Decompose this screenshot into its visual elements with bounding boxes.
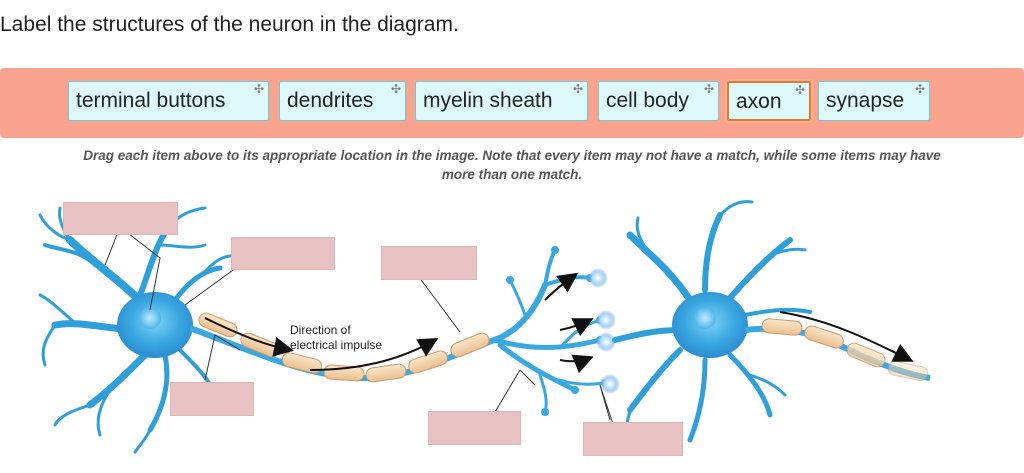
drag-handle-icon: ✣ [794, 83, 805, 97]
chip-label: dendrites [287, 89, 374, 112]
instructions-line-2: more than one match. [441, 167, 583, 182]
drop-target-4[interactable] [170, 382, 254, 416]
drag-handle-icon: ✣ [572, 82, 583, 96]
right-nucleus [694, 307, 716, 329]
word-bank: terminal buttons ✣ dendrites ✣ myelin sh… [0, 68, 1024, 138]
drop-target-2[interactable] [231, 237, 335, 270]
drop-target-5[interactable] [428, 411, 521, 445]
drag-handle-icon: ✣ [253, 82, 264, 96]
drop-target-1[interactable] [63, 202, 178, 235]
impulse-annotation-line-1: Direction of [290, 323, 351, 337]
chip-terminal-buttons[interactable]: terminal buttons ✣ [68, 81, 269, 121]
chip-dendrites[interactable]: dendrites ✣ [279, 81, 406, 121]
left-nucleus [139, 307, 161, 329]
drag-handle-icon: ✣ [703, 82, 714, 96]
chip-label: axon [736, 90, 782, 113]
impulse-arrows [204, 272, 914, 374]
drag-handle-icon: ✣ [914, 82, 925, 96]
impulse-annotation-line-2: electrical impulse [290, 338, 382, 352]
chip-synapse[interactable]: synapse ✣ [818, 81, 930, 121]
chip-axon[interactable]: axon ✣ [727, 81, 811, 121]
drag-handle-icon: ✣ [390, 82, 401, 96]
chip-label: synapse [826, 89, 905, 112]
chip-cell-body[interactable]: cell body ✣ [598, 81, 719, 121]
question-prompt: Label the structures of the neuron in th… [0, 13, 459, 36]
synapse-glows [588, 268, 620, 394]
instructions: Drag each item above to its appropriate … [0, 146, 1024, 184]
right-myelin-segments [761, 318, 929, 382]
neuron-diagram: Direction of electrical impulse [38, 200, 931, 454]
instructions-line-1: Drag each item above to its appropriate … [83, 148, 941, 163]
chip-myelin-sheath[interactable]: myelin sheath ✣ [415, 81, 588, 121]
drop-target-3[interactable] [381, 246, 477, 280]
right-neuron-dendrites [612, 200, 812, 443]
chip-label: terminal buttons [76, 89, 226, 112]
chip-label: myelin sheath [423, 89, 553, 112]
drop-target-6[interactable] [583, 422, 683, 456]
chip-label: cell body [606, 89, 689, 112]
